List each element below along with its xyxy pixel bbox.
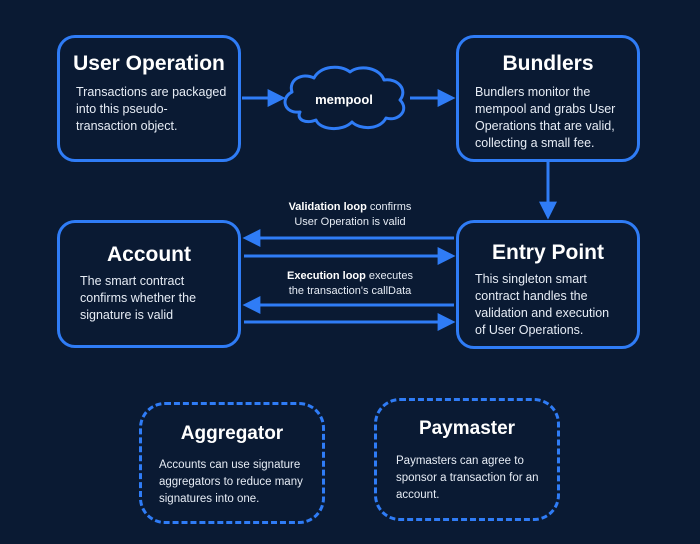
paymaster-node: Paymaster Paymasters can agree to sponso…	[374, 398, 560, 521]
aggregator-title: Aggregator	[180, 423, 284, 444]
mempool-cloud-icon	[283, 65, 406, 130]
bundlers-desc: Bundlers monitor the mempool and grabs U…	[475, 85, 616, 150]
bundlers-node: Bundlers Bundlers monitor the mempool an…	[456, 35, 640, 162]
entry-point-title: Entry Point	[491, 241, 604, 264]
user-operation-node: User Operation Transactions are packaged…	[57, 35, 241, 162]
execution-loop-label: Execution loop executes the transaction'…	[287, 270, 413, 297]
aggregator-desc: Accounts can use signature aggregators t…	[159, 459, 303, 505]
account-desc: The smart contract confirms whether the …	[80, 274, 197, 322]
aggregator-node: Aggregator Accounts can use signature ag…	[139, 402, 325, 524]
entry-point-node: Entry Point This singleton smart contrac…	[456, 220, 640, 349]
validation-loop-label: Validation loop confirms User Operation …	[288, 201, 412, 228]
paymaster-desc: Paymasters can agree to sponsor a transa…	[396, 455, 539, 501]
paymaster-title: Paymaster	[418, 418, 516, 439]
mempool-label: mempool	[315, 92, 373, 107]
entry-point-desc: This singleton smart contract handles th…	[475, 272, 610, 337]
account-title: Account	[107, 243, 191, 266]
user-operation-title: User Operation	[73, 52, 225, 75]
account-node: Account The smart contract confirms whet…	[57, 220, 241, 348]
user-operation-desc: Transactions are packaged into this pseu…	[76, 85, 227, 133]
bundlers-title: Bundlers	[502, 52, 594, 75]
